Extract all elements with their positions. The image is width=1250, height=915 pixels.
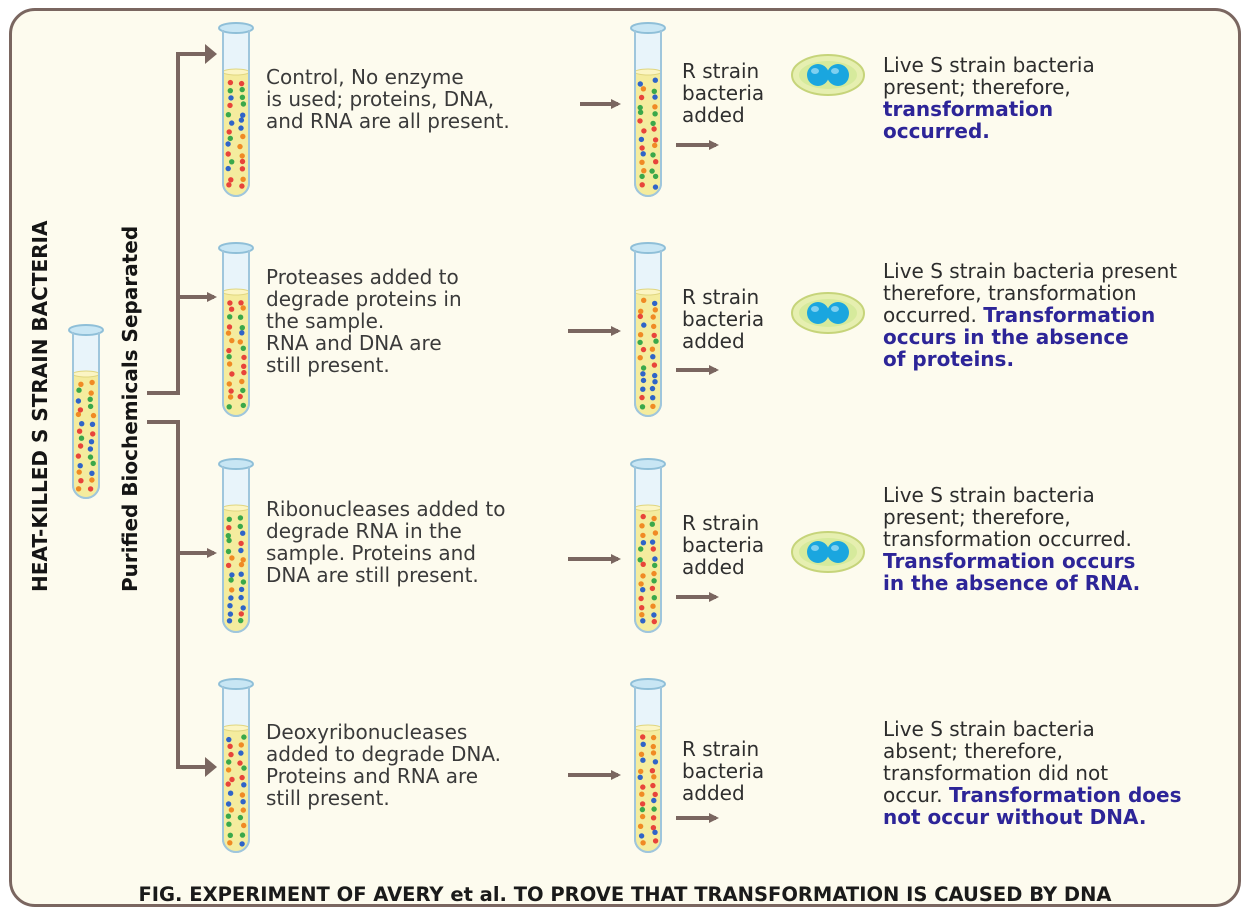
row1-result-conclusion: occurred. — [883, 119, 990, 143]
s-strain-bacterium-icon — [791, 531, 865, 573]
source-tube — [68, 324, 104, 499]
s-strain-bacterium-icon — [791, 292, 865, 334]
row4-description: Deoxyribonucleases added to degrade DNA.… — [266, 721, 501, 809]
row2-result: Live S strain bacteria present therefore… — [883, 260, 1177, 370]
rstrain-line: R strain — [682, 511, 760, 535]
row3-result: Live S strain bacteria present; therefor… — [883, 484, 1140, 594]
row2-result-conclusion: occurs in the absence — [883, 325, 1129, 349]
rstrain-line: added — [682, 103, 745, 127]
row3-desc-line: Ribonucleases added to — [266, 497, 506, 521]
row2-desc-line: still present. — [266, 353, 390, 377]
rstrain-line: R strain — [682, 59, 760, 83]
row1-desc-line: and RNA are all present. — [266, 109, 510, 133]
row1-result-conclusion: transformation — [883, 97, 1054, 121]
tube-row3-sample — [218, 458, 254, 633]
row1-description: Control, No enzyme is used; proteins, DN… — [266, 66, 510, 132]
tube-row1-rstrain — [630, 22, 666, 197]
row3-result-line: present; therefore, — [883, 505, 1071, 529]
rstrain-line: R strain — [682, 737, 760, 761]
row2-desc-line: Proteases added to — [266, 265, 459, 289]
row4-result-line: occur. — [883, 783, 943, 807]
row4-rstrain-label: R strain bacteria added — [682, 738, 764, 804]
rstrain-line: bacteria — [682, 81, 765, 105]
row4-result-line: Live S strain bacteria — [883, 717, 1095, 741]
row2-result-line: occurred. — [883, 303, 977, 327]
tube-row2-sample — [218, 242, 254, 417]
figure-caption: FIG. EXPERIMENT OF AVERY et al. TO PROVE… — [138, 883, 1112, 906]
row4-desc-line: Deoxyribonucleases — [266, 720, 468, 744]
row2-result-line: therefore, transformation — [883, 281, 1137, 305]
rstrain-line: added — [682, 329, 745, 353]
row3-description: Ribonucleases added to degrade RNA in th… — [266, 498, 505, 586]
row4-desc-line: added to degrade DNA. — [266, 742, 502, 766]
row2-result-conclusion: Transformation — [983, 303, 1156, 327]
row2-description: Proteases added to degrade proteins in t… — [266, 266, 462, 376]
rstrain-line: bacteria — [682, 307, 765, 331]
row3-rstrain-label: R strain bacteria added — [682, 512, 764, 578]
bracket-upper — [147, 52, 208, 395]
row3-result-conclusion: in the absence of RNA. — [883, 571, 1141, 595]
row1-result-line: present; therefore, — [883, 75, 1071, 99]
row2-result-conclusion: of proteins. — [883, 347, 1015, 371]
s-strain-bacterium-icon — [791, 54, 865, 96]
rstrain-line: added — [682, 555, 745, 579]
row1-result: Live S strain bacteria present; therefor… — [883, 54, 1095, 142]
row3-desc-line: DNA are still present. — [266, 563, 479, 587]
row4-result-line: transformation did not — [883, 761, 1109, 785]
tube-row4-sample — [218, 678, 254, 853]
rstrain-line: R strain — [682, 285, 760, 309]
row3-result-line: transformation occurred. — [883, 527, 1132, 551]
row4-result-conclusion: Transformation does — [949, 783, 1182, 807]
row2-desc-line: the sample. — [266, 309, 385, 333]
diagram-frame — [9, 8, 1241, 907]
row3-result-line: Live S strain bacteria — [883, 483, 1095, 507]
branch-head-4 — [205, 757, 217, 777]
row3-desc-line: degrade RNA in the — [266, 519, 462, 543]
row4-desc-line: Proteins and RNA are — [266, 764, 479, 788]
rstrain-line: bacteria — [682, 759, 765, 783]
rstrain-line: added — [682, 781, 745, 805]
bracket-lower — [147, 420, 208, 769]
row2-result-line: Live S strain bacteria present — [883, 259, 1178, 283]
tube-row1-sample — [218, 22, 254, 197]
branch-head-1 — [205, 44, 217, 64]
row4-desc-line: still present. — [266, 786, 390, 810]
row4-result-conclusion: not occur without DNA. — [883, 805, 1147, 829]
tube-row4-rstrain — [630, 678, 666, 853]
row2-rstrain-label: R strain bacteria added — [682, 286, 764, 352]
row1-rstrain-label: R strain bacteria added — [682, 60, 764, 126]
row4-result-line: absent; therefore, — [883, 739, 1063, 763]
row2-desc-line: degrade proteins in — [266, 287, 462, 311]
row3-result-conclusion: Transformation occurs — [883, 549, 1136, 573]
tube-row2-rstrain — [630, 242, 666, 417]
row3-desc-line: sample. Proteins and — [266, 541, 476, 565]
rstrain-line: bacteria — [682, 533, 765, 557]
row1-desc-line: Control, No enzyme — [266, 65, 464, 89]
tube-row3-rstrain — [630, 458, 666, 633]
row2-desc-line: RNA and DNA are — [266, 331, 442, 355]
row4-result: Live S strain bacteria absent; therefore… — [883, 718, 1182, 828]
row1-result-line: Live S strain bacteria — [883, 53, 1095, 77]
row1-desc-line: is used; proteins, DNA, — [266, 87, 495, 111]
